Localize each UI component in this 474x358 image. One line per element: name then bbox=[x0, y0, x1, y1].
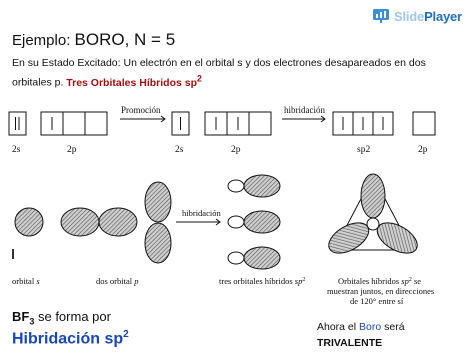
hybridization-sp2-heading: Hibridación sp2 bbox=[12, 328, 129, 347]
bf3-section: BF3 se forma por Hibridación sp2 bbox=[12, 309, 129, 348]
hybridization-shape-label: hibridación bbox=[182, 208, 221, 218]
label-2p: 2p bbox=[67, 145, 77, 155]
hybrid-orbital-2 bbox=[227, 210, 281, 234]
hybrid-desc-line2: muestran juntos, en direcciones bbox=[327, 286, 434, 296]
orbital-box-2p-excited-3 bbox=[248, 111, 272, 136]
slide-title: Ejemplo: BORO, N = 5 bbox=[12, 30, 176, 49]
orbital-box-2p-final bbox=[412, 111, 436, 136]
orbital-box-2p-initial-2 bbox=[62, 111, 86, 136]
hybrid-orbital-1 bbox=[227, 174, 281, 198]
slideplayer-logo[interactable]: SlidePlayer bbox=[372, 6, 462, 26]
orbital-box-2s-excited bbox=[171, 111, 190, 136]
intro-paragraph: En su Estado Excitado: Un electrón en el… bbox=[12, 57, 426, 89]
label-2s-excited: 2s bbox=[175, 145, 184, 155]
logo-text: SlidePlayer bbox=[394, 8, 462, 24]
orbital-p-label: dos orbital p bbox=[96, 276, 139, 286]
orbital-box-2s-initial bbox=[8, 111, 27, 136]
trivalent-section: Ahora el Boro será TRIVALENTE bbox=[317, 321, 405, 349]
slide-marker bbox=[12, 249, 14, 259]
p-orbital-lobe-3 bbox=[144, 181, 172, 223]
p-orbital-lobe-1 bbox=[60, 207, 100, 237]
hybrid-desc-line3: de 120° entre sí bbox=[350, 296, 404, 304]
three-hybrid-label: tres orbitales híbridos sp2 bbox=[219, 276, 305, 286]
label-2s: 2s bbox=[12, 145, 21, 155]
s-orbital-shape bbox=[14, 207, 44, 237]
presentation-icon bbox=[373, 9, 389, 23]
p-orbital-lobe-4 bbox=[144, 222, 172, 264]
promotion-label: Promoción bbox=[121, 105, 161, 115]
label-2p-excited: 2p bbox=[231, 145, 241, 155]
bf3-statement: BF3 se forma por bbox=[12, 309, 111, 327]
label-sp2: sp2 bbox=[357, 145, 370, 155]
p-orbital-lobe-2 bbox=[98, 207, 138, 237]
trivalente-label: TRIVALENTE bbox=[317, 337, 383, 349]
trigonal-sp2-arrangement bbox=[328, 173, 418, 254]
hybrid-desc-line1: Orbitales híbridos sp2 se bbox=[338, 276, 421, 286]
orbital-box-2p-initial-3 bbox=[84, 111, 108, 136]
label-2p-final: 2p bbox=[418, 145, 428, 155]
electron-configuration-diagram: Promoción hibridación 2s 2p 2s 2p sp2 2p bbox=[8, 105, 436, 155]
boro-statement: Ahora el Boro será bbox=[317, 321, 405, 333]
hybrid-orbital-3 bbox=[227, 246, 281, 270]
orbital-s-label: orbital s bbox=[12, 276, 40, 286]
orbital-shapes-diagram: orbital s dos orbital p hibridación tres… bbox=[12, 173, 434, 304]
orbital-box-sp2-3 bbox=[372, 111, 394, 136]
hybridization-label: hibridación bbox=[284, 105, 325, 115]
